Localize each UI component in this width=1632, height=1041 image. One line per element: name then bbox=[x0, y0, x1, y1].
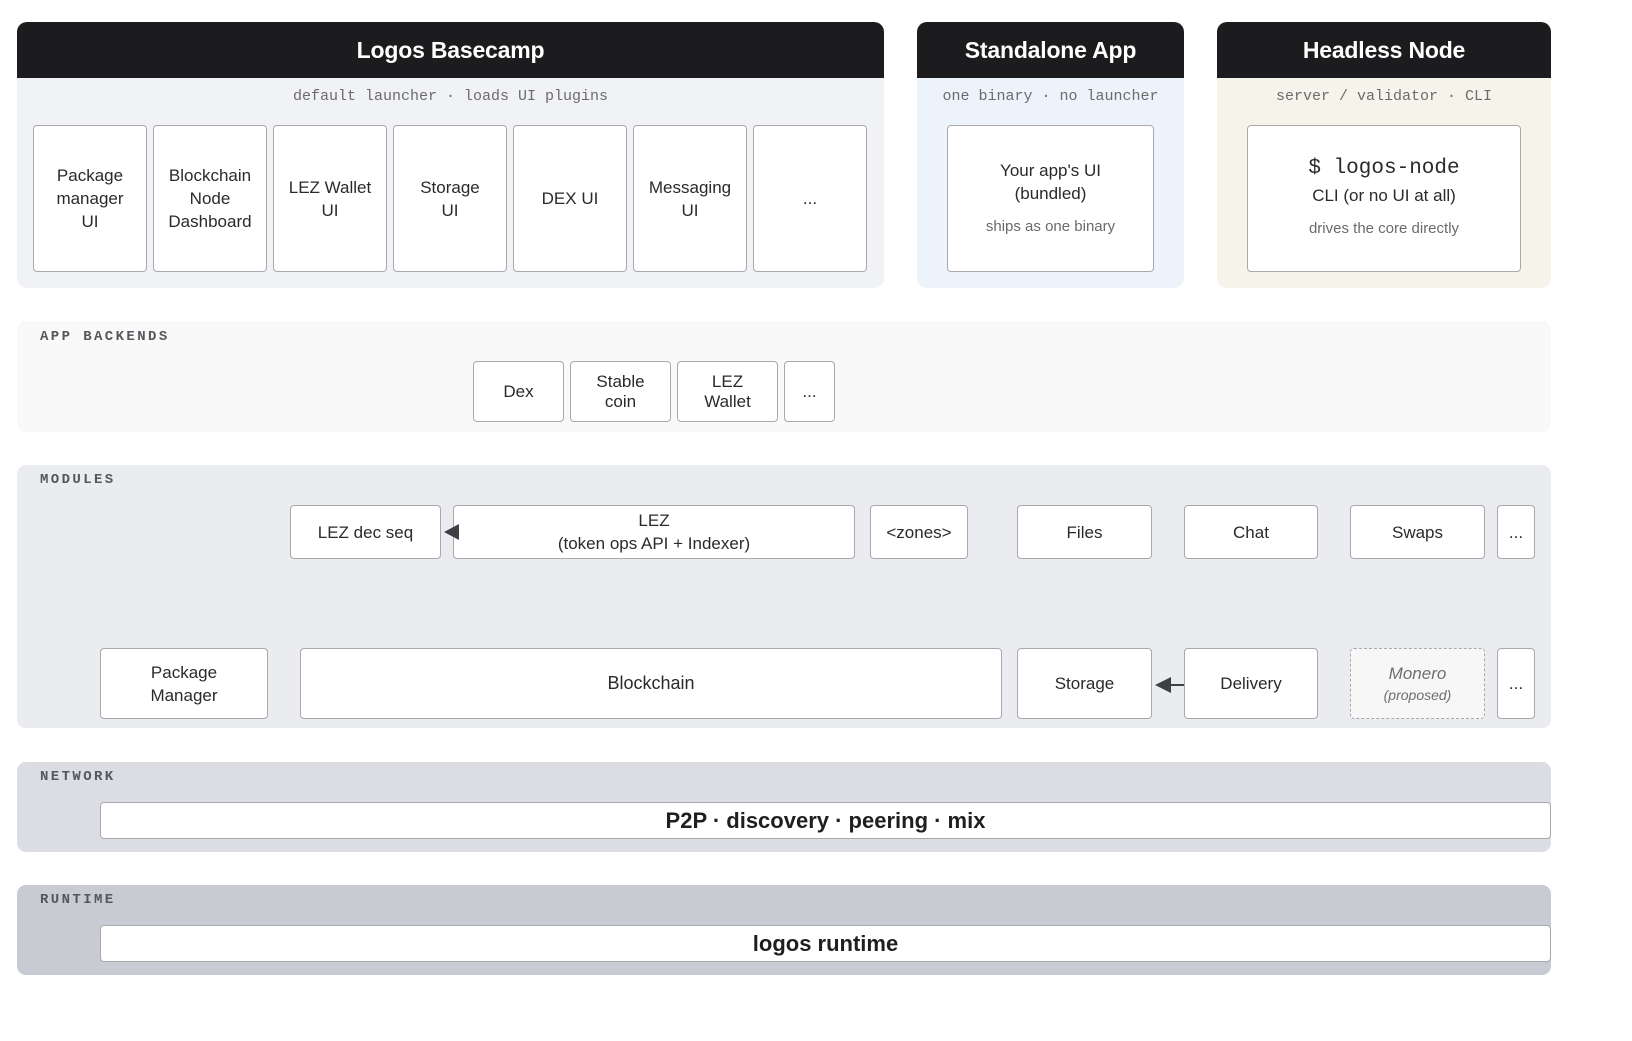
headless-subtitle: server / validator · CLI bbox=[1275, 88, 1493, 105]
backend-more[interactable]: ... bbox=[784, 361, 835, 422]
headless-cli-card[interactable]: $ logos-node CLI (or no UI at all) drive… bbox=[1247, 125, 1521, 272]
logos-basecamp-panel: Logos Basecamp default launcher · loads … bbox=[17, 22, 884, 288]
backend-lez-wallet[interactable]: LEZ Wallet bbox=[677, 361, 778, 422]
module-chat[interactable]: Chat bbox=[1184, 505, 1318, 559]
basecamp-title: Logos Basecamp bbox=[17, 22, 884, 78]
headless-title: Headless Node bbox=[1217, 22, 1551, 78]
module-lez[interactable]: LEZ (token ops API + Indexer) bbox=[453, 505, 855, 559]
arrow-delivery-to-storage bbox=[1155, 677, 1184, 693]
standalone-app-panel: Standalone App one binary · no launcher … bbox=[917, 22, 1184, 288]
plugin-messaging-ui[interactable]: Messaging UI bbox=[633, 125, 747, 272]
module-files[interactable]: Files bbox=[1017, 505, 1152, 559]
basecamp-subtitle: default launcher · loads UI plugins bbox=[292, 88, 609, 105]
module-blockchain[interactable]: Blockchain bbox=[300, 648, 1002, 719]
backend-dex[interactable]: Dex bbox=[473, 361, 564, 422]
modules-label: MODULES bbox=[40, 472, 116, 488]
module-lower-more[interactable]: ... bbox=[1497, 648, 1535, 719]
standalone-app-ui-card[interactable]: Your app's UI (bundled) ships as one bin… bbox=[947, 125, 1154, 272]
module-lez-dec-seq[interactable]: LEZ dec seq bbox=[290, 505, 441, 559]
headless-node-panel: Headless Node server / validator · CLI $… bbox=[1217, 22, 1551, 288]
plugin-lez-wallet-ui[interactable]: LEZ Wallet UI bbox=[273, 125, 387, 272]
module-upper-more[interactable]: ... bbox=[1497, 505, 1535, 559]
module-swaps[interactable]: Swaps bbox=[1350, 505, 1485, 559]
arrow-lez-to-dec-seq bbox=[444, 524, 459, 540]
standalone-subtitle: one binary · no launcher bbox=[942, 88, 1159, 105]
plugin-more[interactable]: ... bbox=[753, 125, 867, 272]
runtime-bar[interactable]: logos runtime bbox=[100, 925, 1551, 962]
module-zones[interactable]: <zones> bbox=[870, 505, 968, 559]
logos-node-command: $ logos-node bbox=[1308, 157, 1460, 180]
runtime-label: RUNTIME bbox=[40, 892, 116, 908]
plugin-dex-ui[interactable]: DEX UI bbox=[513, 125, 627, 272]
plugin-blockchain-node-dashboard[interactable]: Blockchain Node Dashboard bbox=[153, 125, 267, 272]
app-backends-label: APP BACKENDS bbox=[40, 329, 170, 345]
plugin-package-manager-ui[interactable]: Package manager UI bbox=[33, 125, 147, 272]
network-p2p-bar[interactable]: P2P · discovery · peering · mix bbox=[100, 802, 1551, 839]
module-package-manager[interactable]: Package Manager bbox=[100, 648, 268, 719]
network-label: NETWORK bbox=[40, 769, 116, 785]
plugin-storage-ui[interactable]: Storage UI bbox=[393, 125, 507, 272]
module-delivery[interactable]: Delivery bbox=[1184, 648, 1318, 719]
backend-stable-coin[interactable]: Stable coin bbox=[570, 361, 671, 422]
standalone-title: Standalone App bbox=[917, 22, 1184, 78]
module-storage[interactable]: Storage bbox=[1017, 648, 1152, 719]
module-monero-proposed[interactable]: Monero (proposed) bbox=[1350, 648, 1485, 719]
